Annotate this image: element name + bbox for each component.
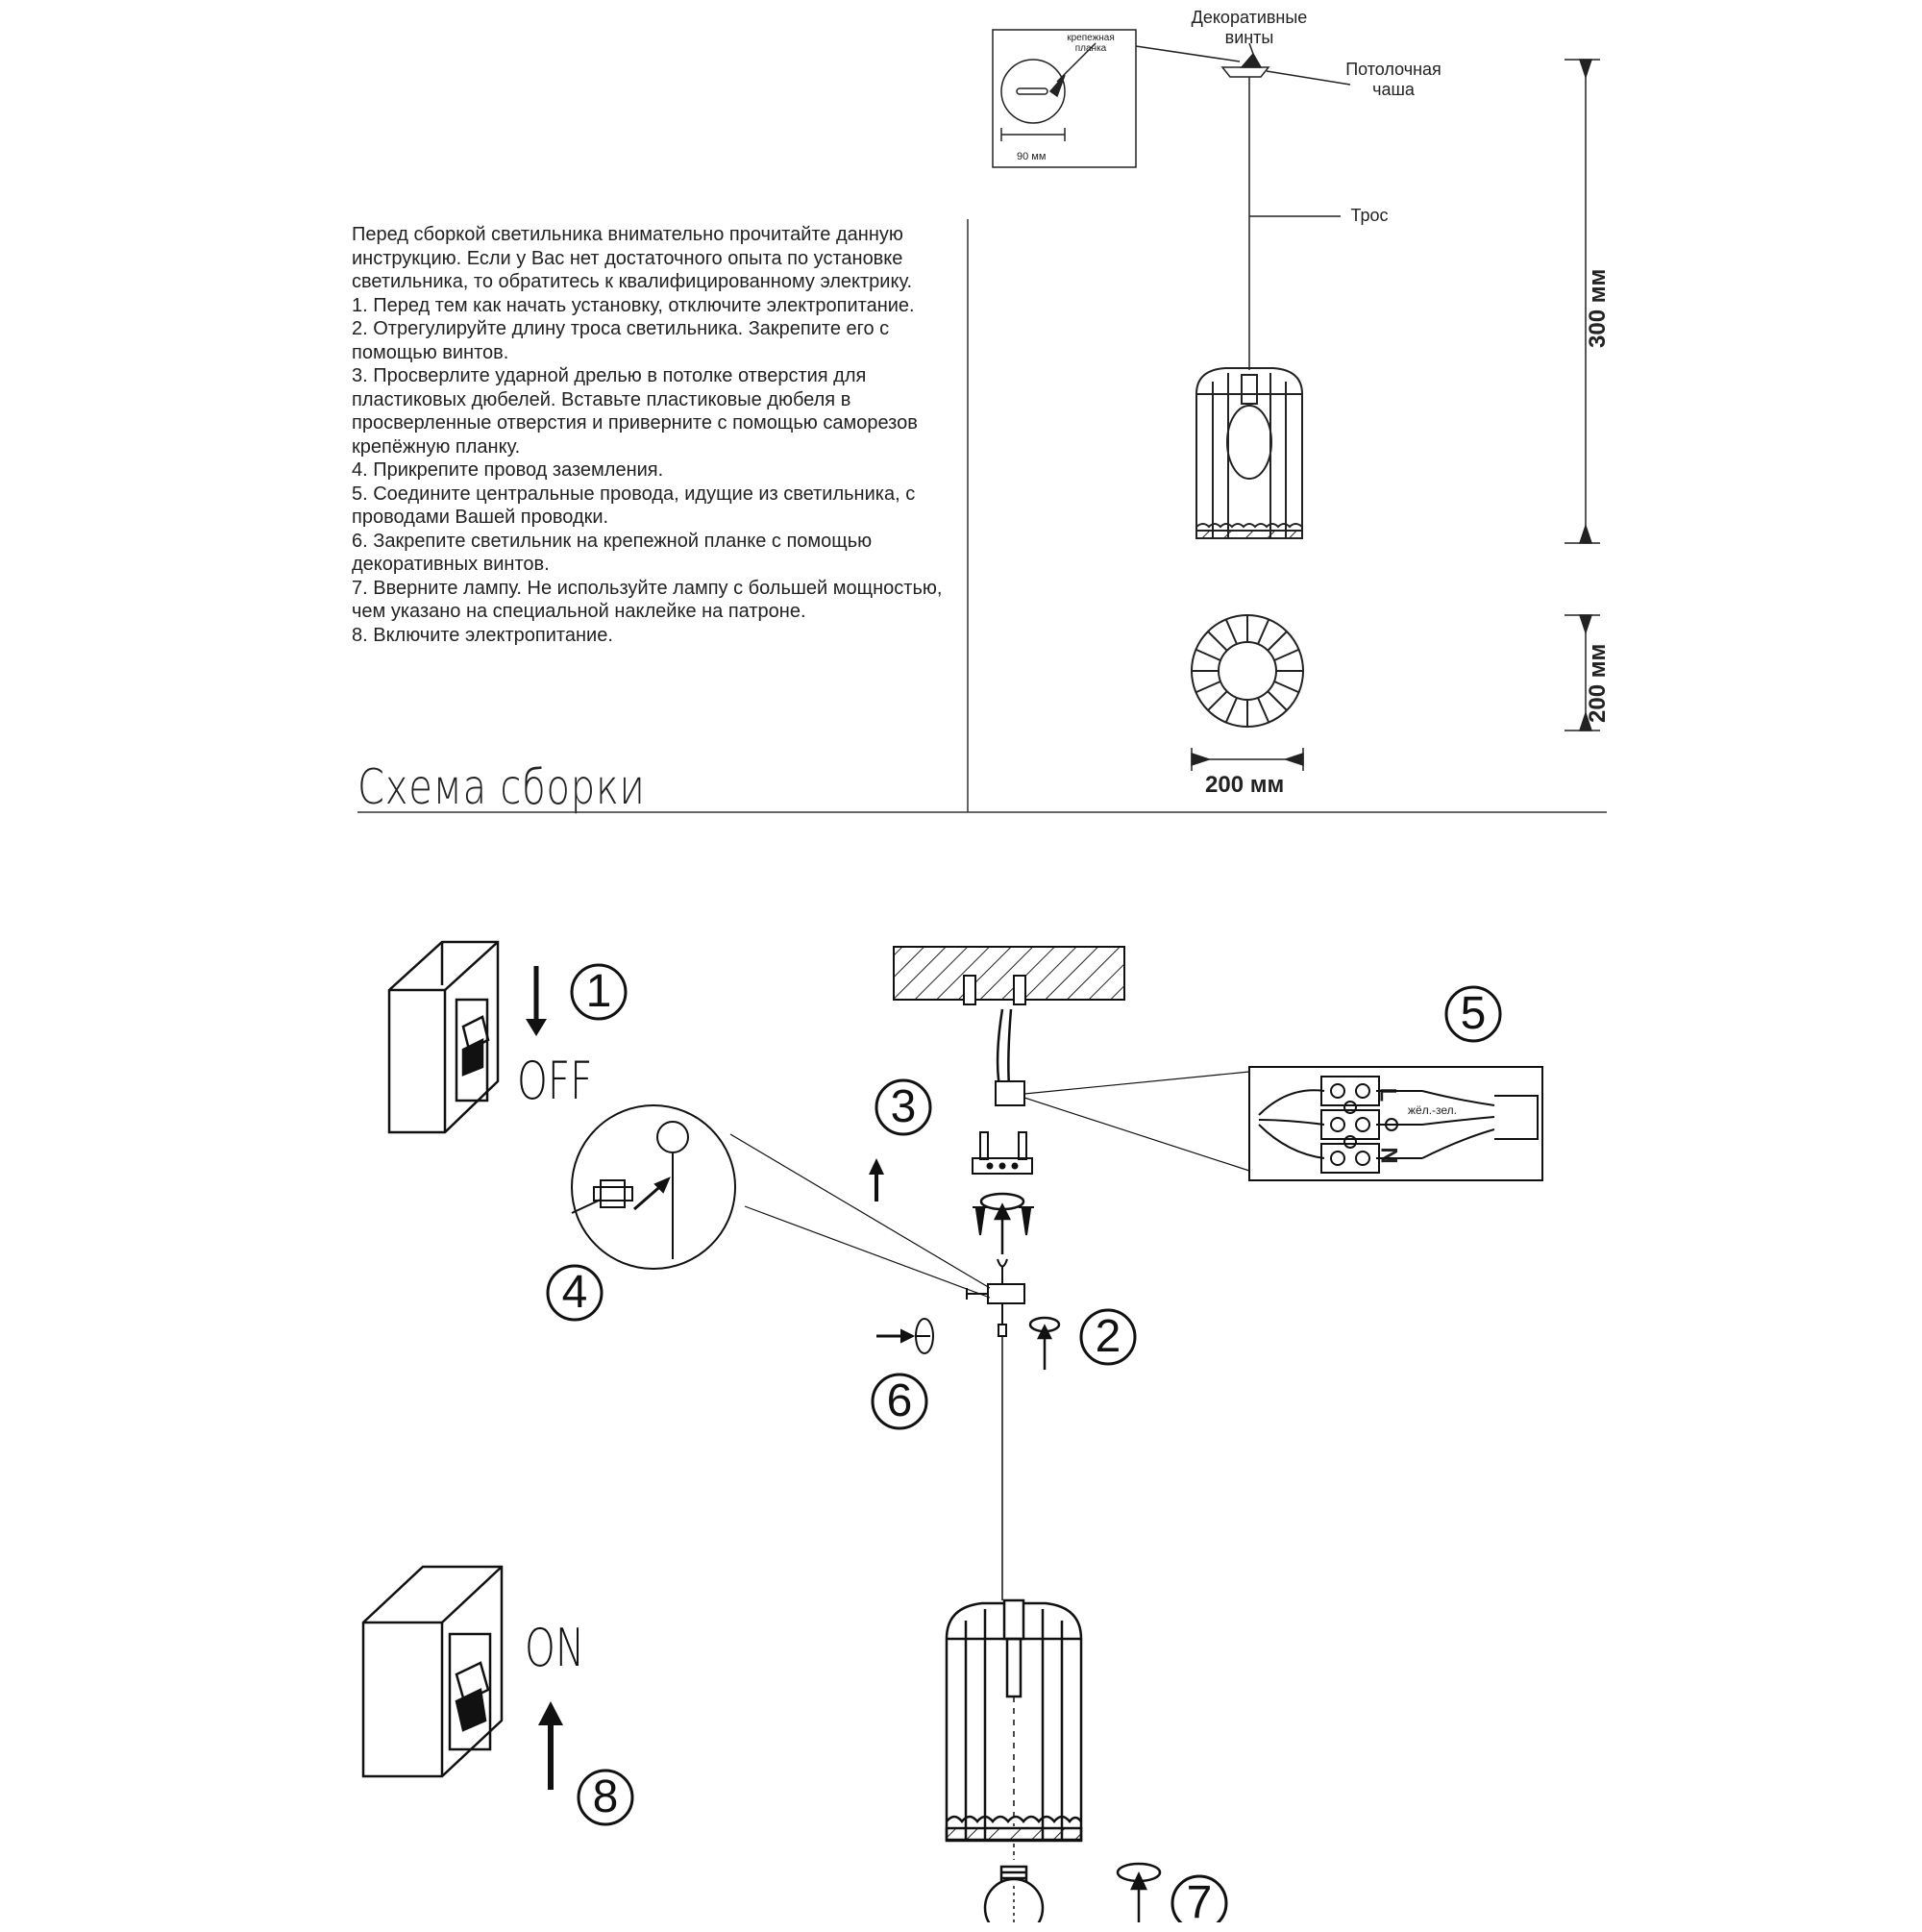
step-circle-2: [1079, 1308, 1137, 1366]
step-number-5: 5: [1460, 988, 1487, 1039]
step2-rotate-icon: [1028, 1316, 1061, 1370]
earth-detail-inset: [571, 1104, 736, 1270]
switch-off-icon: [387, 940, 500, 1134]
width-dimension: 200 мм: [1205, 772, 1285, 798]
cage-shade-top-view: [1191, 614, 1304, 728]
step-circle-8: [577, 1769, 634, 1826]
ceiling-section: [893, 946, 1125, 1005]
ceiling-canopy: [1220, 42, 1351, 370]
depth-dimension-line: [1565, 614, 1600, 731]
wire-color-label: жёл.-зел.: [1408, 1103, 1458, 1117]
width-dimension-line: [1191, 748, 1304, 771]
step-circle-5: [1444, 985, 1502, 1043]
step3-arrow-icon: [869, 1158, 884, 1201]
bulb-icon: [983, 1865, 1045, 1922]
layout-dividers: [357, 219, 1607, 813]
mounting-bar-icon: [972, 1131, 1033, 1175]
step-circle-6: [871, 1373, 928, 1430]
step-number-1: 1: [585, 966, 612, 1017]
on-arrow-icon: [538, 1701, 563, 1790]
step-circle-1: [570, 963, 628, 1021]
instruction-step-6: 6. Закрепите светильник на крепежной пла…: [352, 530, 873, 576]
step-circle-4: [546, 1264, 604, 1322]
step-number-7: 7: [1186, 1877, 1213, 1928]
terminal-block-inset: [1248, 1066, 1543, 1181]
instructions-intro: Перед сборкой светильника внимательно пр…: [352, 224, 912, 292]
instruction-step-7: 7. Вверните лампу. Не используйте лампу …: [352, 577, 943, 623]
schema-title: Схема сборки: [357, 759, 646, 815]
earth-detail-leaders: [729, 1133, 991, 1299]
instruction-step-3: 3. Просверлите ударной дрелью в потолке …: [352, 365, 918, 458]
mounting-bar-inset: [992, 29, 1241, 168]
supply-wires: [995, 1008, 1250, 1172]
cage-shade-front: [1195, 367, 1303, 539]
on-label: ON: [525, 1618, 585, 1678]
instruction-step-8: 8. Включите электропитание.: [352, 624, 613, 646]
height-dimension-line: [1565, 59, 1600, 544]
instruction-step-4: 4. Прикрепите провод заземления.: [352, 459, 664, 481]
step-number-8: 8: [592, 1771, 619, 1822]
cable-label: Трос: [1350, 206, 1389, 225]
off-arrow-icon: [526, 966, 547, 1036]
step-number-4: 4: [561, 1267, 588, 1318]
step-number-6: 6: [886, 1375, 913, 1426]
switch-on-icon: [361, 1565, 504, 1778]
cage-shade-assembled: [945, 1598, 1083, 1860]
instruction-step-2: 2. Отрегулируйте длину троса светильника…: [352, 318, 890, 363]
canopy-assembly: [966, 1258, 1025, 1600]
ceiling-cup-label: Потолочная чаша: [1345, 60, 1442, 99]
step7-rotate-icon: [1116, 1862, 1162, 1922]
step-circle-7: [1170, 1874, 1228, 1922]
off-label: OFF: [517, 1051, 593, 1111]
decorative-screw-icon: [876, 1318, 934, 1354]
instruction-step-5: 5. Соедините центральные провода, идущие…: [352, 483, 916, 529]
step-circle-3: [875, 1078, 932, 1136]
rotate-arrow-icon: [979, 1192, 1025, 1254]
decorative-screws-label: Декоративные винты: [1191, 8, 1308, 47]
step-number-3: 3: [890, 1081, 917, 1132]
instructions-text: Перед сборкой светильника внимательно пр…: [352, 223, 957, 647]
instruction-step-1: 1. Перед тем как начать установку, отклю…: [352, 294, 915, 316]
step-circles: [546, 963, 1502, 1922]
step-number-2: 2: [1095, 1311, 1121, 1362]
bar-width-label: 90 мм: [1017, 151, 1047, 162]
